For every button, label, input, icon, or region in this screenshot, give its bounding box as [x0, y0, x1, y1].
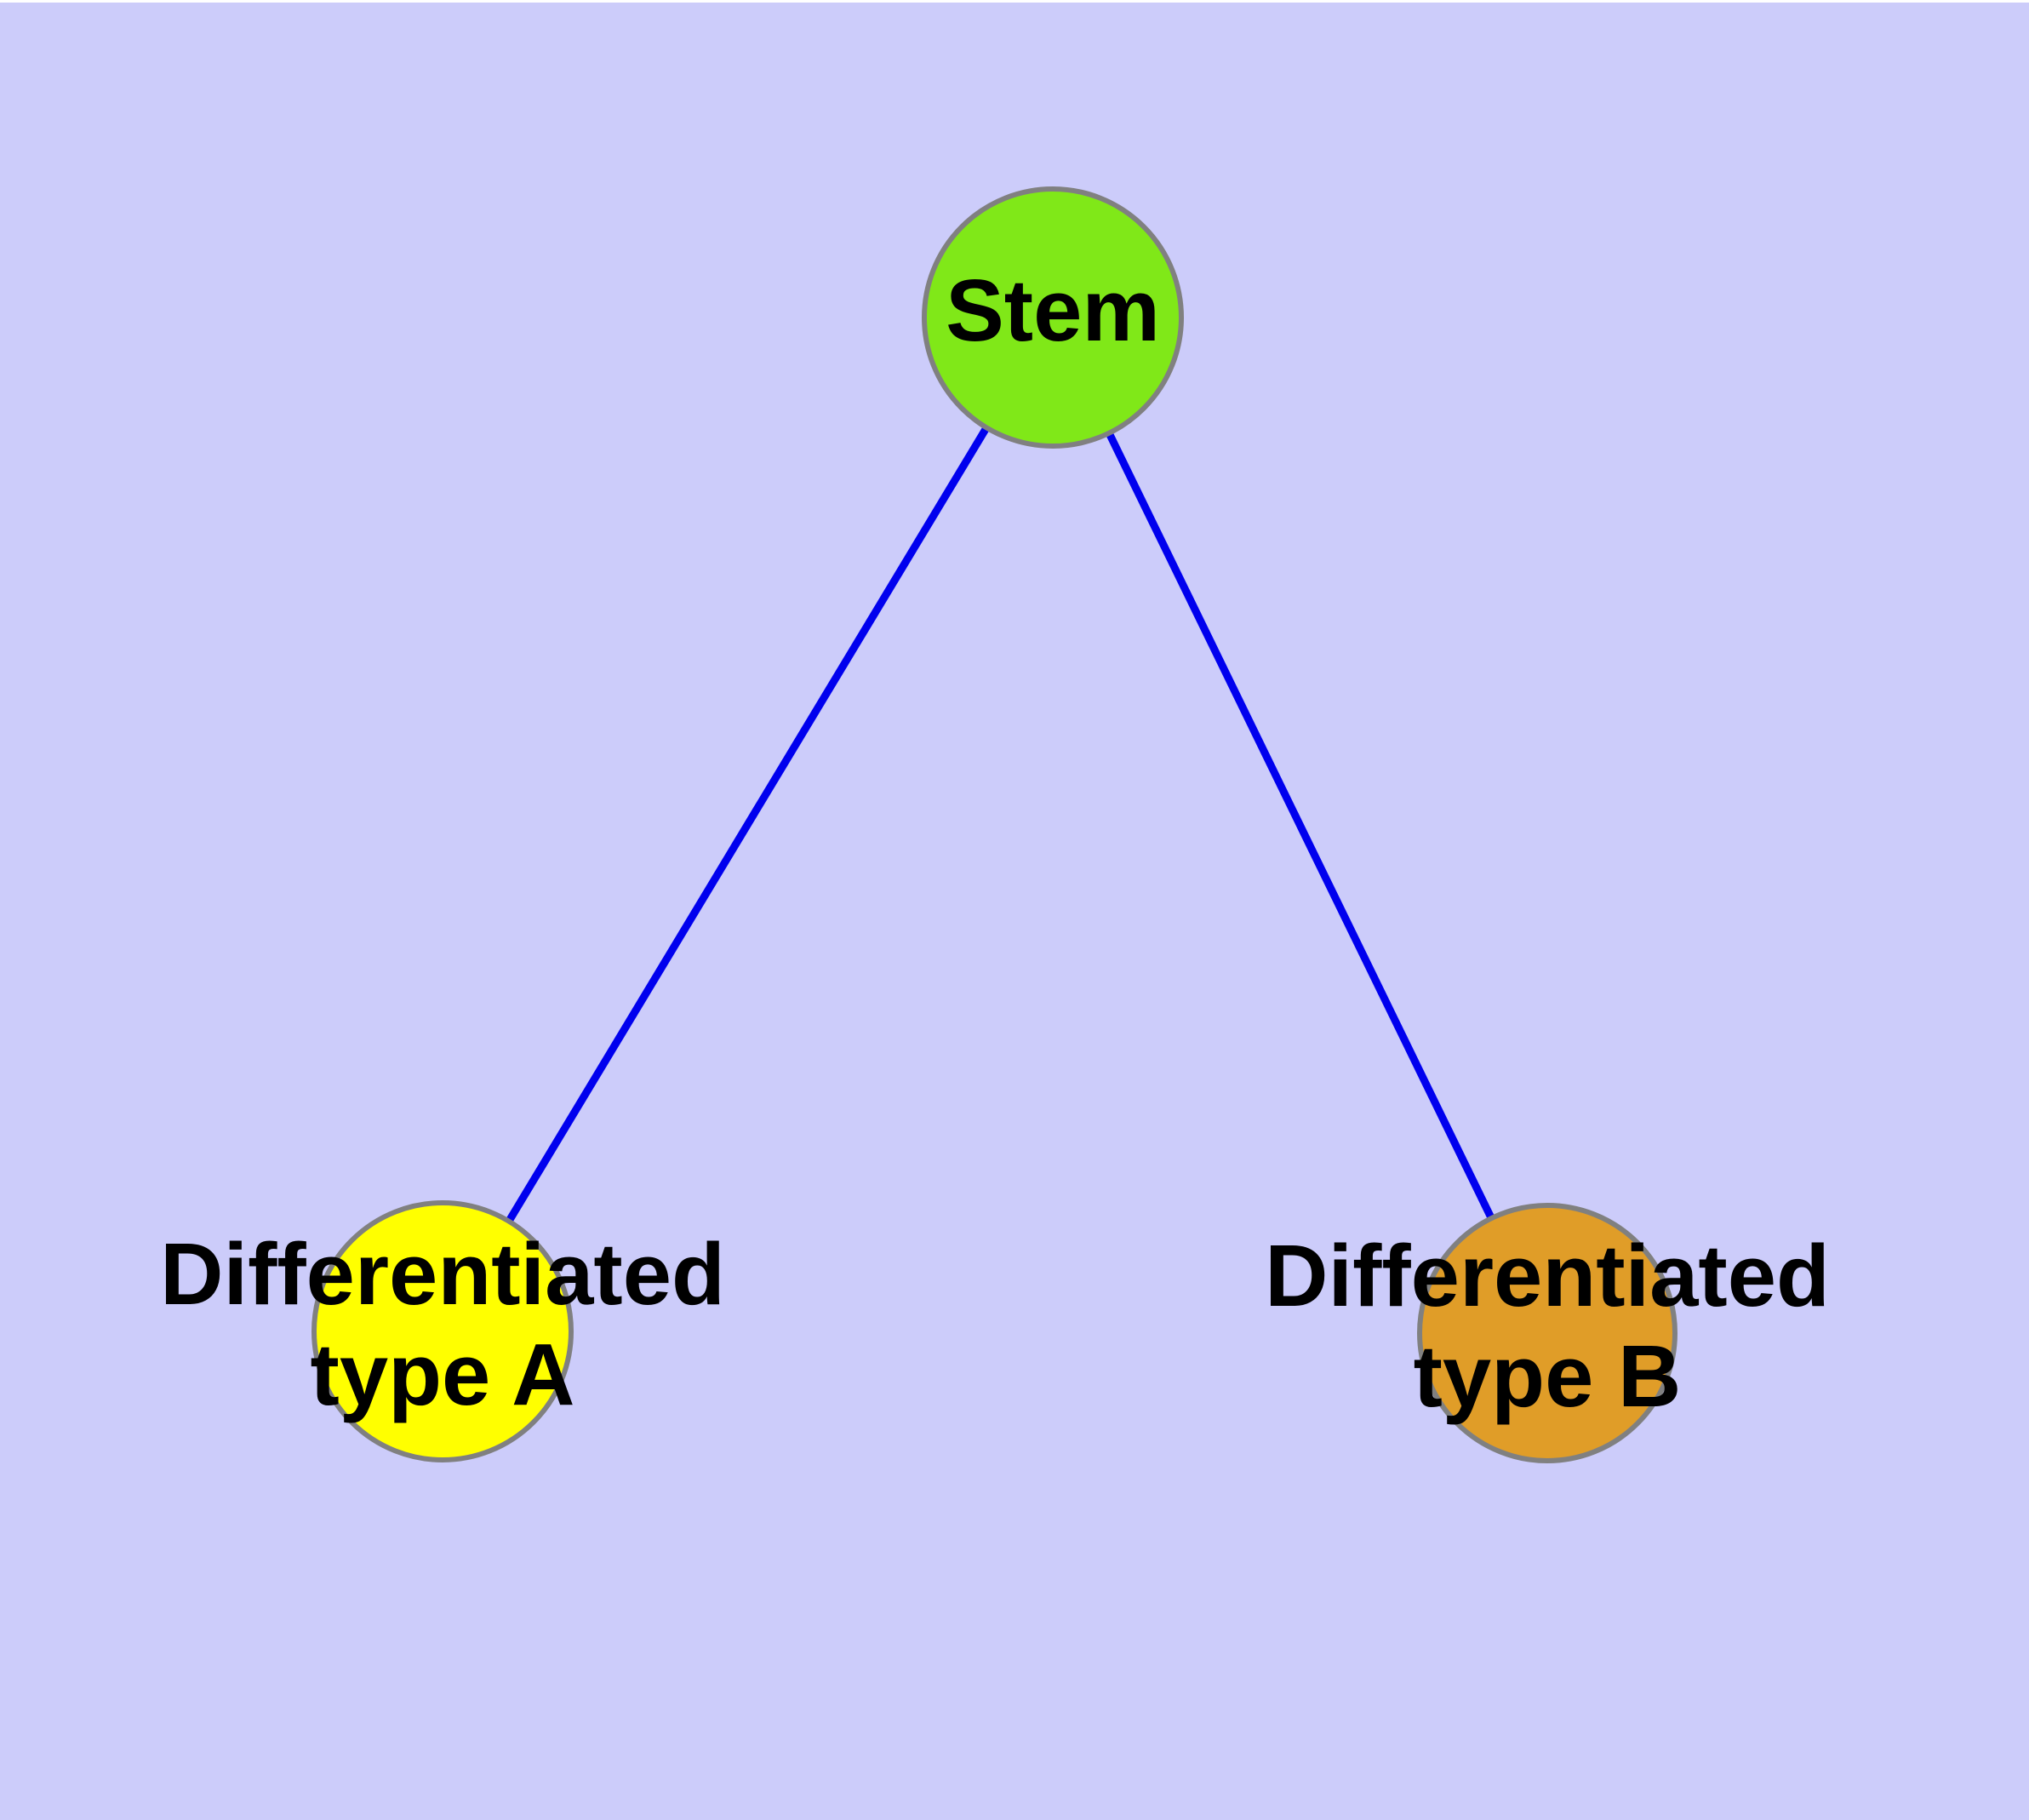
node-differentiated-type-b[interactable] — [1417, 1203, 1677, 1463]
node-stem-circle[interactable] — [922, 186, 1184, 449]
nodes-layer — [311, 186, 1677, 1463]
edge-stem-to-differentiated-type-a[interactable] — [439, 315, 1056, 1334]
canvas-top-margin — [0, 0, 2029, 3]
node-differentiated-type-a[interactable] — [311, 1200, 574, 1462]
node-differentiated-type-b-circle[interactable] — [1417, 1203, 1677, 1463]
node-differentiated-type-a-circle[interactable] — [311, 1200, 574, 1462]
node-stem[interactable] — [922, 186, 1184, 449]
edge-stem-to-differentiated-type-b[interactable] — [1049, 316, 1552, 1335]
node-stem-label: Stem — [946, 261, 1160, 359]
edges-layer — [439, 315, 1552, 1335]
